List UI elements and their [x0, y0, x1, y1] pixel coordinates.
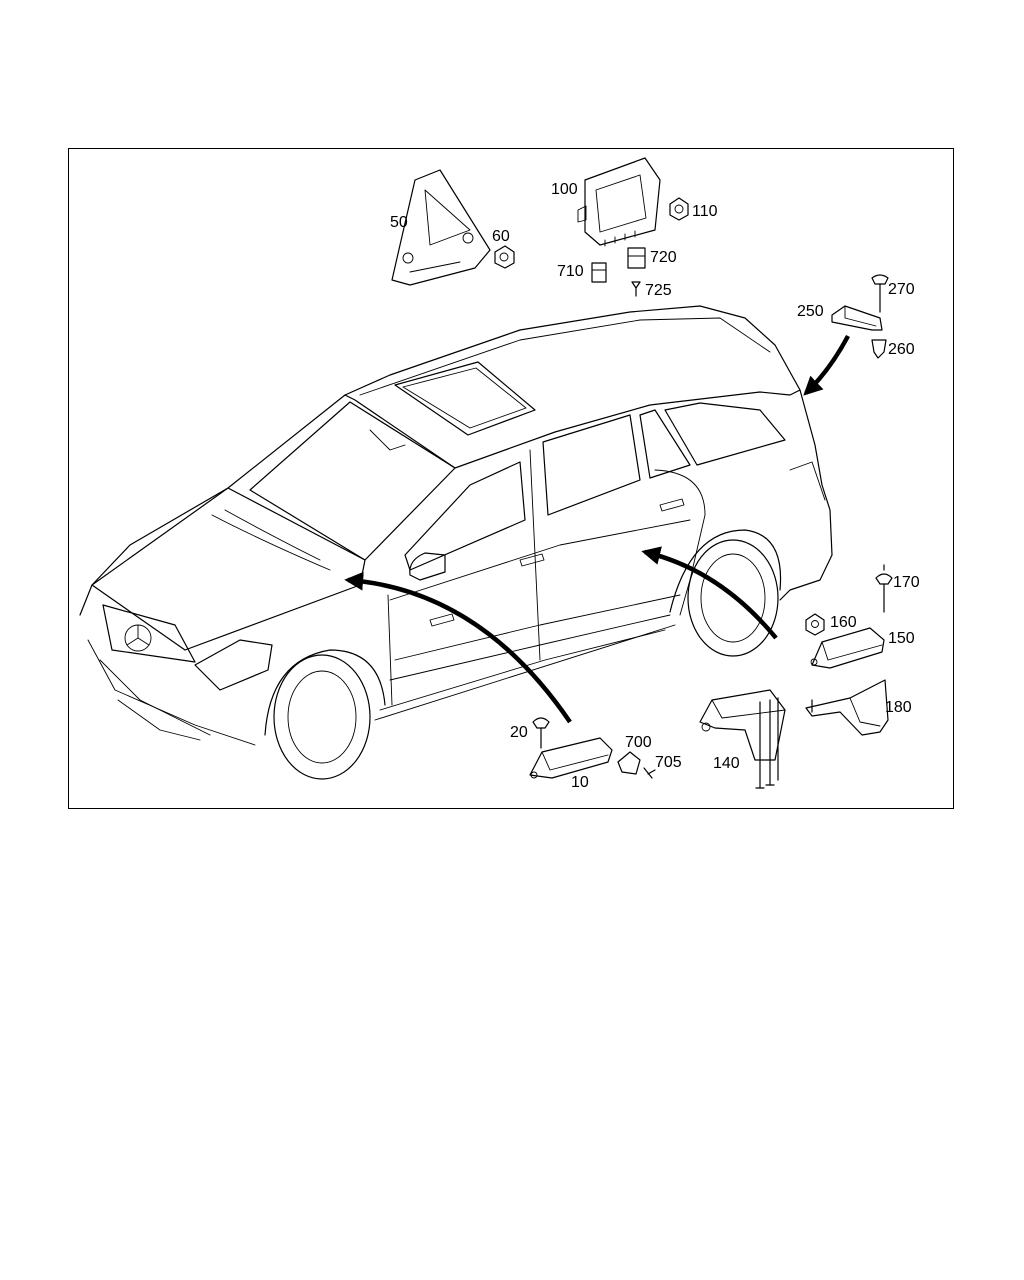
label-710: 710 [557, 263, 584, 280]
part-710-connector [591, 262, 607, 283]
part-140-bracket [699, 689, 786, 789]
part-20-bolt [532, 717, 550, 749]
label-250: 250 [797, 303, 824, 320]
part-50-bracket [391, 169, 491, 286]
part-160-nut [805, 613, 825, 636]
part-260-clip [871, 339, 887, 359]
part-705-screw [643, 767, 656, 779]
label-705: 705 [655, 754, 682, 771]
label-140: 140 [713, 755, 740, 772]
part-110-nut [669, 197, 689, 221]
label-700: 700 [625, 734, 652, 751]
part-250-bracket [831, 305, 883, 331]
label-725: 725 [645, 282, 672, 299]
part-170-rivet [875, 564, 893, 613]
part-10-bracket [529, 737, 613, 779]
label-180: 180 [885, 699, 912, 716]
part-725-pin [631, 281, 641, 297]
label-170: 170 [893, 574, 920, 591]
label-720: 720 [650, 249, 677, 266]
label-260: 260 [888, 341, 915, 358]
label-60: 60 [492, 228, 510, 245]
part-100-control-unit [577, 157, 661, 247]
label-110: 110 [692, 203, 718, 220]
part-180-bracket [805, 679, 889, 736]
label-150: 150 [888, 630, 915, 647]
label-50: 50 [390, 214, 408, 231]
label-10: 10 [571, 774, 589, 791]
assembly-arrows [344, 334, 850, 724]
part-60-nut [494, 245, 515, 269]
part-270-bolt [871, 274, 889, 313]
label-160: 160 [830, 614, 857, 631]
label-20: 20 [510, 724, 528, 741]
part-labels: 50 60 100 110 710 720 725 270 250 260 17… [390, 181, 920, 791]
label-270: 270 [888, 281, 915, 298]
part-150-bracket [810, 627, 885, 669]
part-720-connector [627, 247, 646, 269]
part-700-connector [617, 751, 641, 775]
label-100: 100 [551, 181, 578, 198]
vehicle-illustration [79, 305, 833, 780]
